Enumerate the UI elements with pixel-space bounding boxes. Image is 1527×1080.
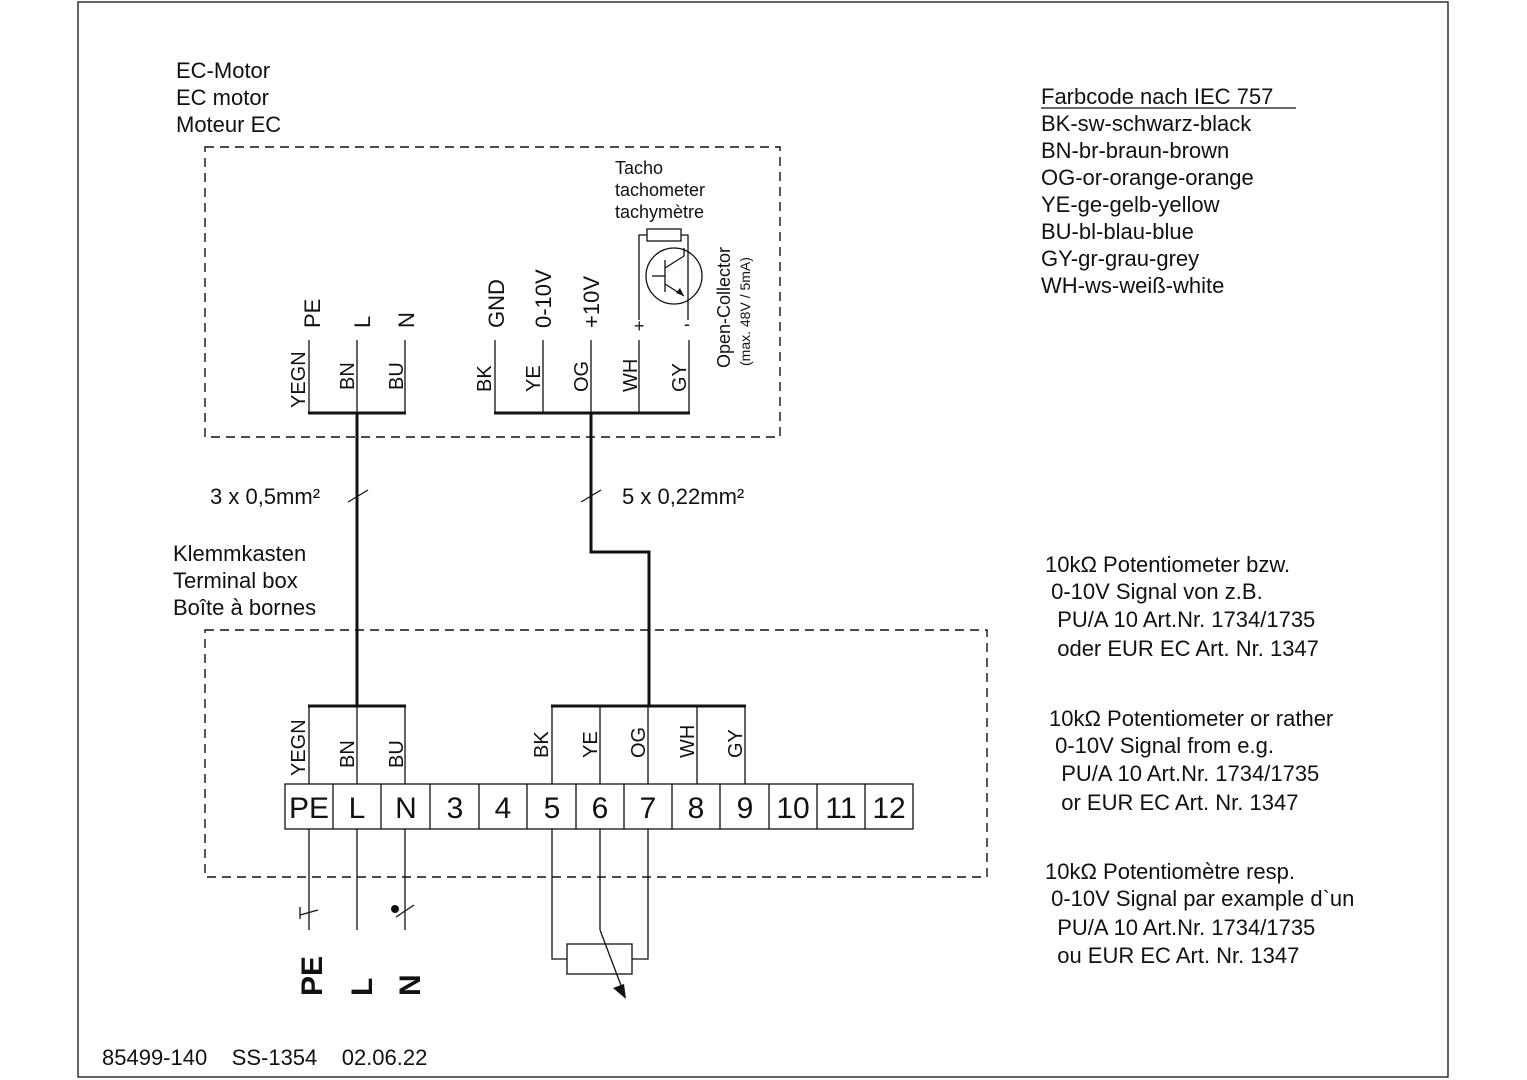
terminal-box-title-fr: Boîte à bornes bbox=[173, 595, 316, 620]
terminal-9: 9 bbox=[737, 792, 754, 825]
terminal-wire-colors: YEGN BN BU BK YE OG WH GY bbox=[288, 719, 747, 776]
note-en-line-2: 0-10V Signal from e.g. bbox=[1049, 733, 1274, 758]
terminal-12: 12 bbox=[872, 792, 905, 825]
motor-wire-bn: BN bbox=[337, 362, 359, 390]
color-code-legend: Farbcode nach IEC 757 BK-sw-schwarz-blac… bbox=[1041, 84, 1296, 298]
signal-cable: 5 x 0,22mm² bbox=[580, 413, 744, 706]
note-de-line-3: PU/A 10 Art.Nr. 1734/1735 bbox=[1045, 607, 1315, 632]
motor-title: EC-Motor EC motor Moteur EC bbox=[176, 58, 281, 137]
terminal-wire-yegn: YEGN bbox=[288, 719, 310, 776]
color-code-title: Farbcode nach IEC 757 bbox=[1041, 84, 1273, 109]
terminal-7: 7 bbox=[640, 792, 657, 825]
motor-label-10v: +10V bbox=[579, 276, 604, 328]
terminal-box-title: Klemmkasten Terminal box Boîte à bornes bbox=[173, 541, 316, 620]
tacho-label-fr: tachymètre bbox=[615, 202, 704, 222]
motor-title-en: EC motor bbox=[176, 85, 269, 110]
motor-label-0-10v: 0-10V bbox=[531, 269, 556, 328]
note-en-line-3: PU/A 10 Art.Nr. 1734/1735 bbox=[1049, 761, 1319, 786]
terminal-connector-signal bbox=[551, 704, 746, 784]
supply-label-n: N bbox=[394, 974, 427, 996]
color-code-gy: GY-gr-grau-grey bbox=[1041, 246, 1199, 271]
motor-label-pe: PE bbox=[300, 299, 325, 328]
terminal-box-title-de: Klemmkasten bbox=[173, 541, 306, 566]
open-collector-transistor: + - bbox=[634, 228, 703, 336]
supply-label-pe: PE bbox=[296, 956, 329, 996]
tacho-label-de: Tacho bbox=[615, 158, 663, 178]
note-fr-line-2: 0-10V Signal par example d`un bbox=[1045, 886, 1354, 911]
footer-doc-id: 85499-140 SS-1354 02.06.22 bbox=[102, 1045, 427, 1070]
terminal-l: L bbox=[349, 792, 366, 825]
note-de-line-1: 10kΩ Potentiometer bzw. bbox=[1045, 552, 1290, 577]
terminal-strip bbox=[284, 783, 914, 830]
motor-wire-wh: WH bbox=[620, 359, 642, 392]
terminal-wire-og: OG bbox=[628, 727, 650, 758]
terminal-box-title-en: Terminal box bbox=[173, 568, 298, 593]
motor-dashed-box bbox=[204, 146, 781, 438]
note-en-line-1: 10kΩ Potentiometer or rather bbox=[1049, 706, 1333, 731]
color-code-ye: YE-ge-gelb-yellow bbox=[1041, 192, 1220, 217]
motor-wire-ye: YE bbox=[523, 365, 545, 392]
note-de: 10kΩ Potentiometer bzw. 0-10V Signal von… bbox=[1045, 552, 1319, 661]
color-code-wh: WH-ws-weiß-white bbox=[1041, 273, 1224, 298]
motor-wire-og: OG bbox=[571, 361, 593, 392]
terminal-wire-gy: GY bbox=[725, 729, 747, 758]
open-collector-title: Open-Collector bbox=[714, 247, 734, 368]
supply-label-l: L bbox=[346, 978, 379, 996]
terminal-10: 10 bbox=[776, 792, 809, 825]
motor-label-n: N bbox=[394, 312, 419, 328]
terminal-wire-bn: BN bbox=[337, 740, 359, 768]
tacho-label: Tacho tachometer tachymètre bbox=[615, 158, 705, 222]
motor-function-labels: PE L N GND 0-10V +10V bbox=[300, 269, 604, 328]
open-collector-label: Open-Collector (max. 48V / 5mA) bbox=[714, 247, 753, 368]
terminal-pe: PE bbox=[289, 792, 329, 825]
terminal-n: N bbox=[395, 792, 417, 825]
motor-label-gnd: GND bbox=[484, 279, 509, 328]
color-code-bk: BK-sw-schwarz-black bbox=[1041, 111, 1252, 136]
potentiometer bbox=[551, 829, 649, 999]
motor-title-fr: Moteur EC bbox=[176, 112, 281, 137]
motor-wire-bu: BU bbox=[386, 362, 408, 390]
note-en-line-4: or EUR EC Art. Nr. 1347 bbox=[1049, 790, 1298, 815]
page-frame bbox=[77, 1, 1449, 1078]
terminal-11: 11 bbox=[825, 792, 856, 825]
terminal-5: 5 bbox=[544, 792, 561, 825]
terminal-8: 8 bbox=[688, 792, 705, 825]
note-de-line-4: oder EUR EC Art. Nr. 1347 bbox=[1045, 636, 1319, 661]
signal-cable-label: 5 x 0,22mm² bbox=[622, 484, 744, 509]
terminal-4: 4 bbox=[495, 792, 512, 825]
oc-plus-label: + bbox=[634, 316, 645, 336]
note-fr-line-4: ou EUR EC Art. Nr. 1347 bbox=[1045, 943, 1299, 968]
motor-wire-colors: YEGN BN BU BK YE OG WH GY bbox=[288, 351, 691, 408]
oc-minus-label: - bbox=[684, 314, 690, 334]
note-en: 10kΩ Potentiometer or rather 0-10V Signa… bbox=[1049, 706, 1333, 815]
terminal-wire-bk: BK bbox=[531, 731, 553, 758]
color-code-og: OG-or-orange-orange bbox=[1041, 165, 1254, 190]
terminal-numbers: PE L N 3 4 5 6 7 8 9 10 11 12 bbox=[289, 792, 906, 825]
note-fr: 10kΩ Potentiomètre resp. 0-10V Signal pa… bbox=[1045, 859, 1354, 968]
terminal-wire-bu: BU bbox=[386, 740, 408, 768]
tacho-label-en: tachometer bbox=[615, 180, 705, 200]
motor-label-l: L bbox=[350, 316, 375, 328]
terminal-6: 6 bbox=[592, 792, 609, 825]
motor-wire-bk: BK bbox=[474, 365, 496, 392]
motor-wire-gy: GY bbox=[669, 363, 691, 392]
color-code-bu: BU-bl-blau-blue bbox=[1041, 219, 1194, 244]
note-fr-line-3: PU/A 10 Art.Nr. 1734/1735 bbox=[1045, 915, 1315, 940]
terminal-wire-wh: WH bbox=[677, 725, 699, 758]
note-de-line-2: 0-10V Signal von z.B. bbox=[1045, 579, 1263, 604]
color-code-bn: BN-br-braun-brown bbox=[1041, 138, 1229, 163]
terminal-connector-power bbox=[308, 704, 406, 784]
motor-title-de: EC-Motor bbox=[176, 58, 270, 83]
note-fr-line-1: 10kΩ Potentiomètre resp. bbox=[1045, 859, 1295, 884]
terminal-wire-ye: YE bbox=[580, 731, 602, 758]
power-cable: 3 x 0,5mm² bbox=[210, 413, 369, 706]
terminal-box-dashed bbox=[204, 629, 988, 878]
terminal-3: 3 bbox=[447, 792, 464, 825]
supply-wires: PE L N bbox=[296, 829, 427, 996]
open-collector-rating: (max. 48V / 5mA) bbox=[737, 257, 753, 366]
motor-wire-yegn: YEGN bbox=[288, 351, 310, 408]
power-cable-label: 3 x 0,5mm² bbox=[210, 484, 320, 509]
